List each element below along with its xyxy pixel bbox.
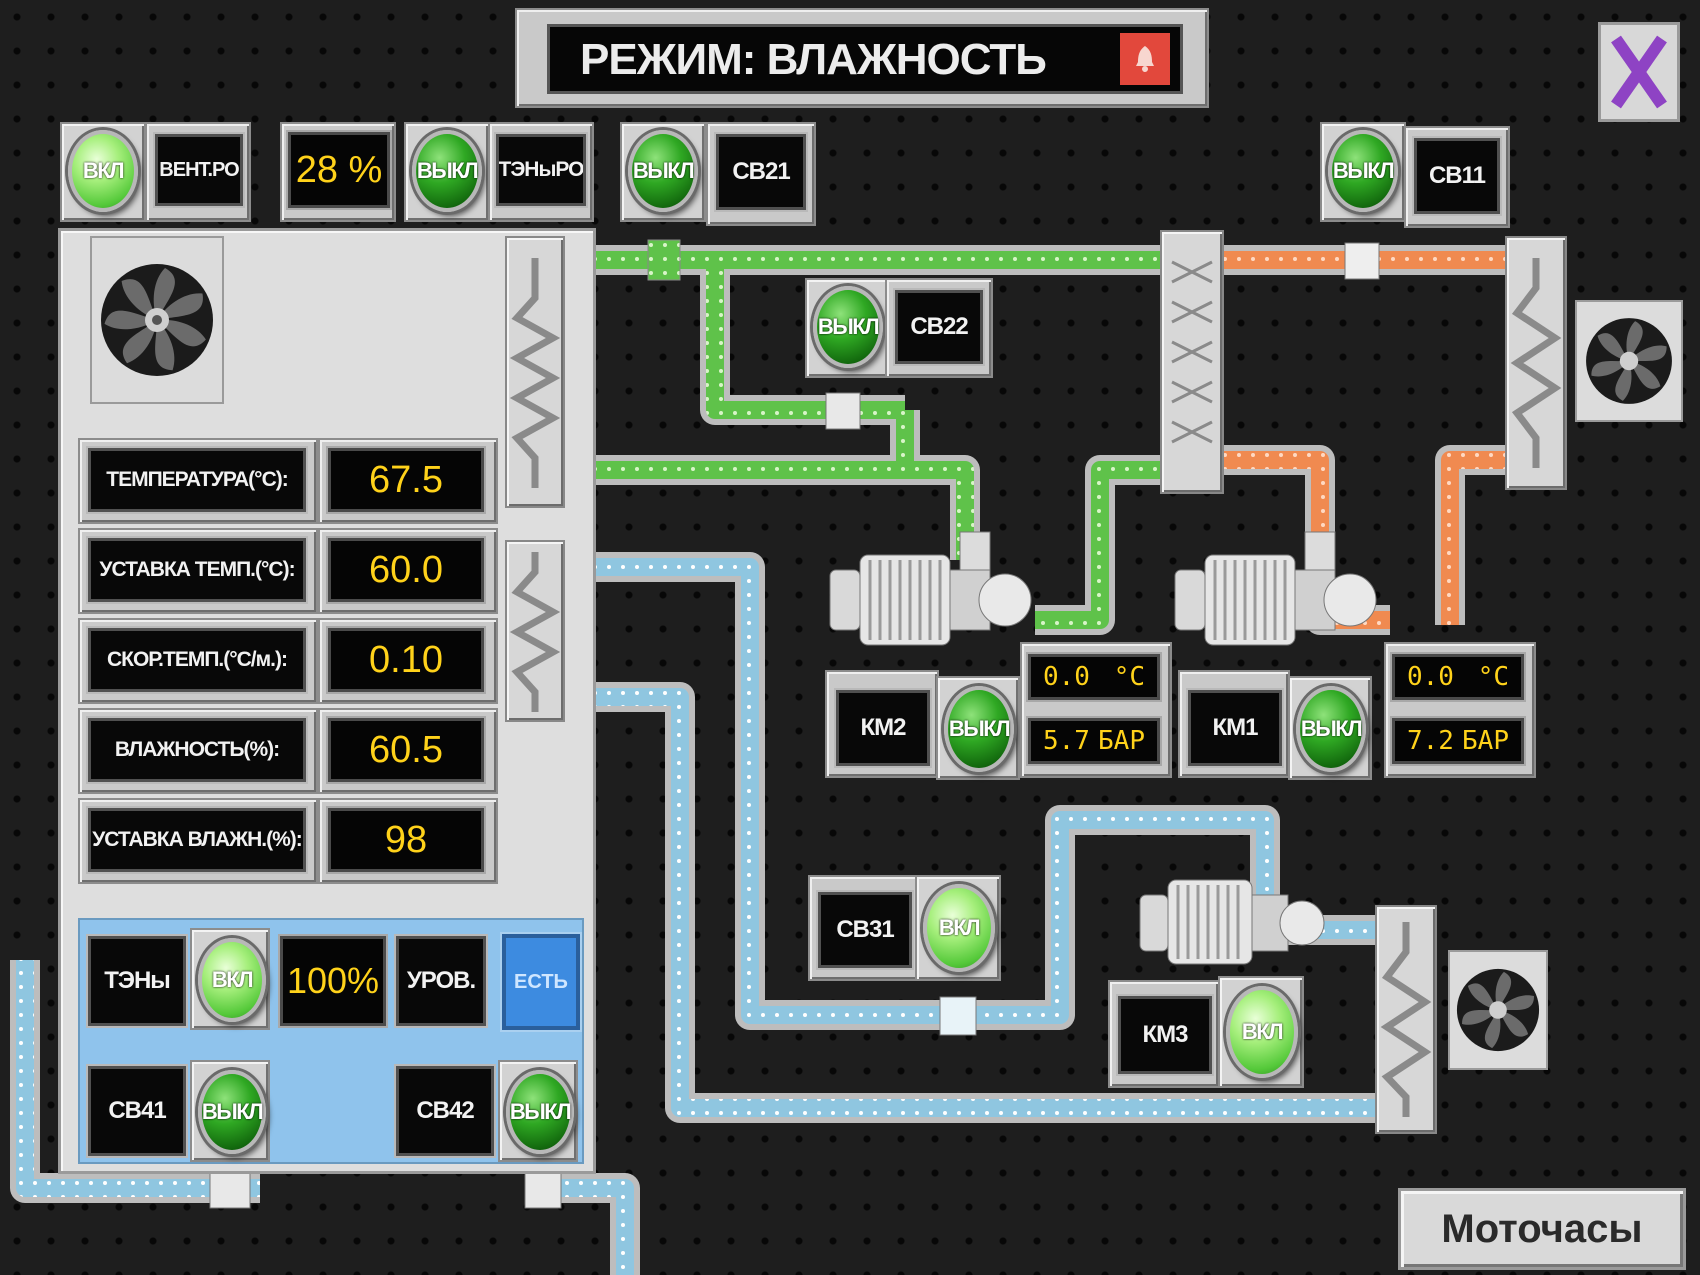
sv21-label: СВ21 (716, 134, 806, 210)
close-x-icon (1611, 35, 1667, 109)
km1-temp-unit: °С (1477, 662, 1509, 692)
vent-ro-percent: 28 % (288, 132, 390, 208)
right-fan (1575, 300, 1683, 422)
teny-toggle[interactable]: ВКЛ (198, 938, 266, 1022)
param-value: 60.5 (328, 718, 484, 782)
compressor-km3-icon (1139, 879, 1325, 965)
sv21-toggle[interactable]: ВЫКЛ (628, 130, 698, 212)
right-coil (1505, 236, 1567, 490)
km1-label: КМ1 (1188, 690, 1282, 766)
km3-toggle[interactable]: ВКЛ (1226, 986, 1298, 1078)
sv42-toggle[interactable]: ВЫКЛ (506, 1070, 574, 1154)
sv31-label: СВ31 (818, 892, 912, 968)
param-value: 98 (328, 808, 484, 872)
evaporator-coil-2 (505, 540, 565, 722)
sv41-toggle[interactable]: ВЫКЛ (198, 1070, 266, 1154)
km1-temperature: 0.0 °С (1392, 654, 1524, 700)
km2-pressure-unit: БАР (1098, 726, 1145, 756)
km1-temp-value: 0.0 (1407, 662, 1454, 692)
km2-label: КМ2 (836, 690, 930, 766)
chamber-fan (90, 236, 224, 404)
fan-icon (1456, 968, 1540, 1052)
alarm-bell-icon (1136, 46, 1154, 72)
coil-xpattern-icon (1171, 260, 1213, 444)
sv11-toggle[interactable]: ВЫКЛ (1328, 130, 1398, 212)
km2-temp-unit: °С (1113, 662, 1145, 692)
km1-toggle[interactable]: ВЫКЛ (1296, 686, 1366, 772)
sv42-label: СВ42 (396, 1066, 494, 1156)
alarm-icon[interactable] (1120, 33, 1170, 85)
km2-temperature: 0.0 °С (1028, 654, 1160, 700)
teny-percent: 100% (280, 936, 386, 1026)
sv11-label: СВ11 (1414, 138, 1500, 214)
sv41-label: СВ41 (88, 1066, 186, 1156)
vent-ro-label: ВЕНТ.РО (155, 134, 243, 206)
mode-header: РЕЖИМ: ВЛАЖНОСТЬ (515, 8, 1209, 108)
level-label: УРОВ. (396, 936, 486, 1026)
teny-ro-toggle[interactable]: ВЫКЛ (412, 130, 482, 212)
evaporator-coil-1 (505, 236, 565, 508)
vent-ro-toggle[interactable]: ВКЛ (68, 130, 138, 212)
param-label: ВЛАЖНОСТЬ(%): (88, 718, 306, 782)
sv22-toggle[interactable]: ВЫКЛ (813, 286, 883, 368)
param-label: УСТАВКА ВЛАЖН.(%): (88, 808, 306, 872)
km2-pressure-value: 5.7 (1043, 726, 1090, 756)
close-button[interactable] (1598, 22, 1680, 122)
teny-ro-label: ТЭНыРО (496, 134, 586, 206)
mode-display: РЕЖИМ: ВЛАЖНОСТЬ (547, 24, 1183, 94)
km3-label: КМ3 (1118, 996, 1212, 1074)
km1-pressure-value: 7.2 (1407, 726, 1454, 756)
condenser-coil (1160, 230, 1224, 494)
param-label: УСТАВКА ТЕМП.(°С): (88, 538, 306, 602)
param-label: СКОР.ТЕМП.(°С/м.): (88, 628, 306, 692)
compressor-km2-icon (829, 531, 1032, 646)
sv22-label: СВ22 (895, 290, 983, 364)
coil-zigzag-icon (1510, 258, 1562, 468)
fan-icon (1586, 318, 1672, 404)
sv31-toggle[interactable]: ВКЛ (923, 884, 995, 972)
param-label: ТЕМПЕРАТУРА(°С): (88, 448, 306, 512)
km2-pressure: 5.7 БАР (1028, 718, 1160, 764)
bottom-fan (1448, 950, 1548, 1070)
param-value: 0.10 (328, 628, 484, 692)
param-value: 60.0 (328, 538, 484, 602)
fan-icon (101, 264, 213, 376)
param-value: 67.5 (328, 448, 484, 512)
bottom-coil (1375, 905, 1437, 1134)
km1-pressure: 7.2 БАР (1392, 718, 1524, 764)
km2-temp-value: 0.0 (1043, 662, 1090, 692)
teny-label: ТЭНы (88, 936, 186, 1026)
compressor-km1-icon (1174, 531, 1377, 646)
coil-zigzag-icon (509, 552, 561, 712)
coil-zigzag-icon (1380, 922, 1432, 1117)
coil-zigzag-icon (509, 258, 561, 488)
km1-pressure-unit: БАР (1462, 726, 1509, 756)
mode-title: РЕЖИМ: ВЛАЖНОСТЬ (580, 35, 1047, 84)
level-indicator: ЕСТЬ (502, 934, 580, 1030)
km2-toggle[interactable]: ВЫКЛ (944, 686, 1014, 772)
motohours-button[interactable]: Моточасы (1398, 1188, 1686, 1270)
